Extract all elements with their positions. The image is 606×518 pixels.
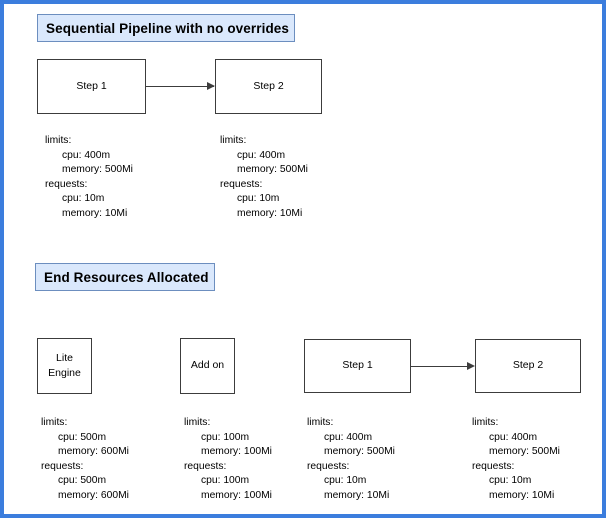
spec-requests-cpu: cpu: 500m [58,475,107,487]
spec-step-2-allocated: limits: cpu: 400m memory: 500Mi requests… [472,416,560,504]
spec-limits-label: limits: [41,417,68,428]
spec-requests-label: requests: [472,460,515,472]
node-step-2-pipeline[interactable]: Step 2 [215,59,322,114]
node-label: Step 2 [253,79,284,92]
arrowhead-icon [207,81,215,90]
node-label-line2: Engine [48,367,81,379]
arrowhead-icon [467,361,475,370]
edge-step1-to-step2-pipeline [146,86,214,87]
spec-requests-cpu: cpu: 10m [489,475,532,487]
spec-add-on: limits: cpu: 100m memory: 100Mi requests… [184,416,272,504]
spec-step-2-pipeline: limits: cpu: 400m memory: 500Mi requests… [220,134,308,222]
spec-requests-label: requests: [220,178,263,190]
spec-limits-label: limits: [472,417,499,428]
node-label: Step 2 [512,359,544,372]
spec-requests-cpu: cpu: 10m [62,193,105,205]
spec-limits-label: limits: [184,417,211,428]
spec-requests-label: requests: [41,460,84,472]
spec-limits-memory: memory: 500Mi [237,164,308,176]
node-add-on[interactable]: Add on [180,338,235,394]
spec-requests-memory: memory: 100Mi [201,490,272,502]
spec-limits-cpu: cpu: 400m [62,149,111,161]
spec-requests-memory: memory: 10Mi [237,208,303,220]
spec-requests-memory: memory: 10Mi [62,208,128,220]
spec-requests-cpu: cpu: 100m [201,475,250,487]
spec-step-1-allocated: limits: cpu: 400m memory: 500Mi requests… [307,416,395,504]
spec-requests-label: requests: [45,178,88,190]
spec-requests-label: requests: [184,460,227,472]
spec-lite-engine: limits: cpu: 500m memory: 600Mi requests… [41,416,129,504]
spec-limits-cpu: cpu: 400m [324,431,373,443]
spec-limits-label: limits: [220,135,247,146]
spec-limits-memory: memory: 500Mi [324,446,395,458]
spec-step-1-pipeline: limits: cpu: 400m memory: 500Mi requests… [45,134,133,222]
node-step-1-allocated[interactable]: Step 1 [304,339,411,393]
spec-limits-memory: memory: 100Mi [201,446,272,458]
spec-limits-label: limits: [307,417,334,428]
spec-limits-label: limits: [45,135,72,146]
node-label: Add on [190,359,225,372]
section-title-end-resources-allocated: End Resources Allocated [35,263,215,291]
spec-limits-memory: memory: 500Mi [489,446,560,458]
spec-limits-memory: memory: 500Mi [62,164,133,176]
node-label: Step 1 [342,359,373,372]
spec-limits-cpu: cpu: 400m [489,431,538,443]
spec-requests-memory: memory: 10Mi [489,490,555,502]
node-label-line1: Lite [56,351,73,364]
spec-limits-cpu: cpu: 400m [237,149,286,161]
spec-requests-memory: memory: 600Mi [58,490,129,502]
spec-limits-cpu: cpu: 100m [201,431,250,443]
spec-requests-label: requests: [307,460,350,472]
spec-limits-memory: memory: 600Mi [58,446,129,458]
spec-requests-memory: memory: 10Mi [324,490,390,502]
spec-requests-cpu: cpu: 10m [237,193,280,205]
edge-step1-to-step2-allocated [411,366,467,367]
spec-limits-cpu: cpu: 500m [58,431,107,443]
spec-requests-cpu: cpu: 10m [324,475,367,487]
node-lite-engine[interactable]: Lite Engine [37,338,92,394]
node-step-2-allocated[interactable]: Step 2 [475,339,581,393]
section-title-sequential-pipeline: Sequential Pipeline with no overrides [37,14,295,42]
node-label: Step 1 [76,79,107,92]
node-step-1-pipeline[interactable]: Step 1 [37,59,146,114]
